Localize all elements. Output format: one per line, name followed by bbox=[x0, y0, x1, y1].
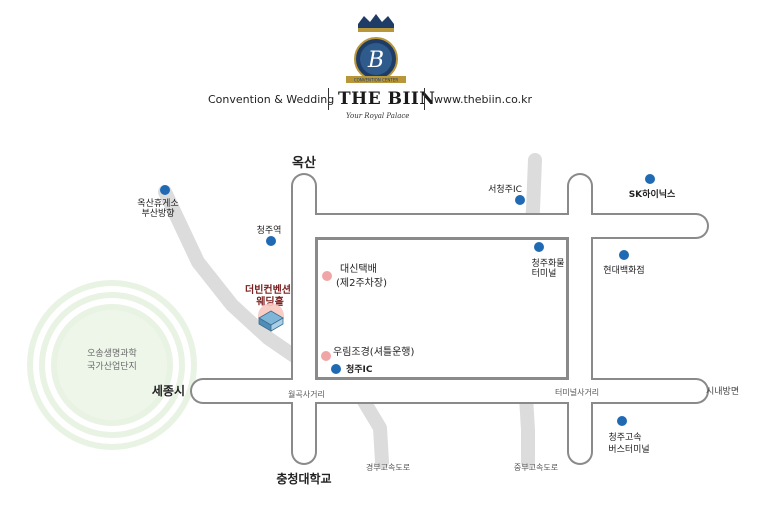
marker-dot-cheongju-ic bbox=[331, 364, 341, 374]
marker-label-cargo-terminal-2: 터미널 bbox=[532, 268, 557, 279]
emblem-logo: B CONVENTION CENTER bbox=[346, 14, 406, 83]
park-label-line1: 오송생명과학 bbox=[87, 348, 137, 359]
gyeongbu-label: 경부고속도로 bbox=[366, 462, 410, 472]
brand-name: THE BIIN bbox=[338, 89, 436, 109]
marker-label-hyundai-dept: 현대백화점 bbox=[603, 264, 644, 276]
park-label-line2: 국가산업단지 bbox=[87, 361, 137, 372]
marker-label-oksan-rest-2: 부산방향 bbox=[141, 207, 174, 219]
marker-label-seocheongju-ic: 서청주IC bbox=[488, 184, 522, 195]
park-area: 오송생명과학 국가산업단지 bbox=[27, 280, 197, 450]
emblem-ribbon-text: CONVENTION CENTER bbox=[354, 78, 399, 83]
marker-dot-hyundai-dept bbox=[619, 250, 629, 260]
roads bbox=[190, 173, 709, 465]
chungcheong-univ-label: 충청대학교 bbox=[276, 471, 331, 486]
marker-dot-express-bus bbox=[617, 416, 627, 426]
header-left-text: Convention & Wedding bbox=[208, 93, 335, 106]
inner-block bbox=[316, 238, 568, 379]
marker-dot-oksan-rest bbox=[160, 185, 170, 195]
marker-dot-woorim bbox=[321, 351, 331, 361]
marker-label-woorim: 우림조경(셔틀운행) bbox=[333, 345, 415, 358]
marker-label-cheongju-ic: 청주IC bbox=[346, 363, 373, 375]
marker-dot-daesin bbox=[322, 271, 332, 281]
venue-label-line1: 더빈컨벤션 bbox=[245, 283, 291, 296]
marker-dot-cargo-terminal bbox=[534, 242, 544, 252]
oksan-label: 옥산 bbox=[292, 155, 316, 171]
sejong-label: 세종시 bbox=[152, 383, 185, 398]
header-separator-right bbox=[424, 88, 425, 110]
emblem-letter: B bbox=[367, 48, 384, 73]
wolgok-intersection-label: 월곡사거리 bbox=[288, 389, 325, 399]
downtown-label: 시내방면 bbox=[706, 386, 739, 397]
website-text: www.thebiin.co.kr bbox=[434, 93, 533, 106]
emblem-ribbon bbox=[346, 76, 406, 83]
park-ring-1 bbox=[27, 280, 197, 450]
marker-dot-cheongju-station bbox=[266, 236, 276, 246]
marker-label-express-bus-1: 청주고속 bbox=[608, 432, 641, 443]
marker-dot-seocheongju-ic bbox=[515, 195, 525, 205]
building-icon bbox=[258, 310, 284, 332]
marker-dot-sk-hynix bbox=[645, 174, 655, 184]
marker-label-daesin-1: 대신택배 bbox=[340, 263, 377, 275]
header-separator-left bbox=[328, 88, 329, 110]
venue-marker: 더빈컨벤션 웨딩홀 bbox=[245, 283, 291, 332]
marker-label-cheongju-station: 청주역 bbox=[257, 225, 282, 236]
markers: 옥산휴게소 부산방향 청주역 서청주IC SK하이닉스 청주화물 터미널 현대백… bbox=[137, 174, 676, 455]
park-ring-3 bbox=[51, 304, 173, 426]
marker-label-sk-hynix: SK하이닉스 bbox=[629, 188, 676, 200]
marker-label-express-bus-2: 버스터미널 bbox=[608, 444, 649, 455]
terminal-intersection-label: 터미널사거리 bbox=[555, 388, 599, 397]
marker-label-cargo-terminal-1: 청주화물 bbox=[531, 258, 564, 269]
marker-label-daesin-2: (제2주차장) bbox=[336, 277, 387, 289]
marker-label-oksan-rest-1: 옥산휴게소 bbox=[137, 198, 178, 209]
crown-icon bbox=[358, 14, 394, 32]
brand-tagline: Your Royal Palace bbox=[346, 112, 410, 120]
jungbu-label: 중부고속도로 bbox=[514, 463, 558, 472]
park-ring-2 bbox=[39, 292, 185, 438]
